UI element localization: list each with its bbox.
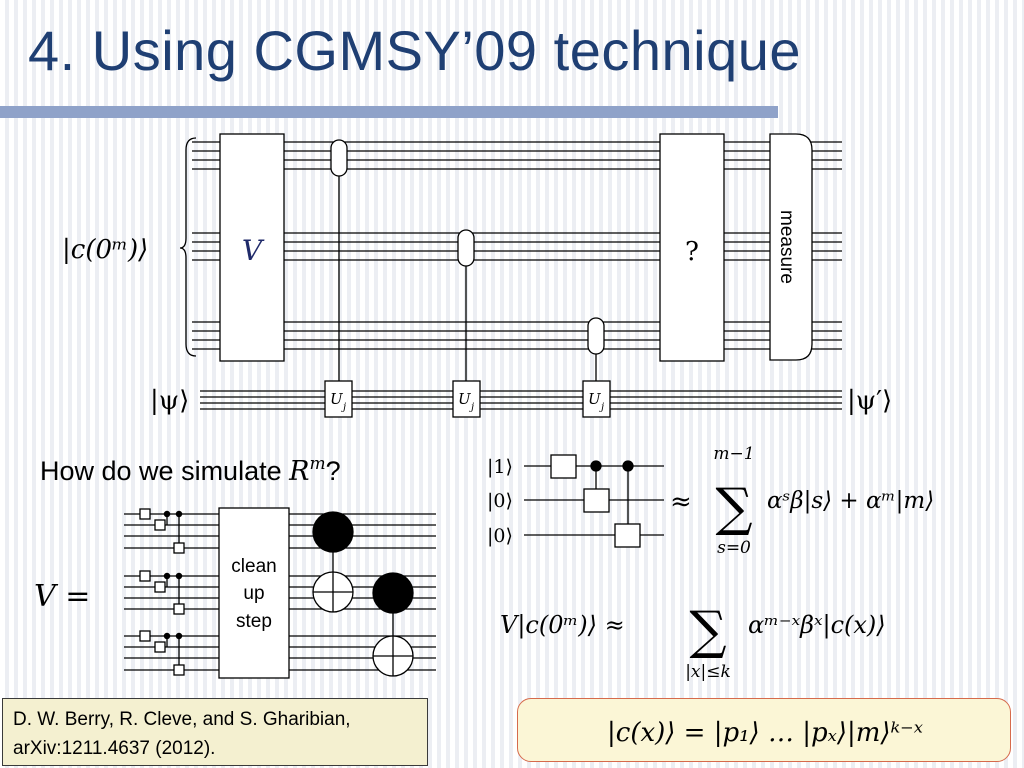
- uj-labels: U j U j U j: [330, 390, 604, 413]
- cleanup-line-1: clean: [231, 556, 276, 577]
- cleanup-line-3: step: [236, 611, 272, 632]
- small-gate-2: [583, 488, 610, 513]
- main-circuit: [179, 133, 842, 418]
- psi-in-label: |ψ⟩: [150, 386, 189, 416]
- input-state-label: |c(0ᵐ)⟩: [62, 235, 148, 265]
- sum-upper-limit: m−1: [713, 444, 754, 464]
- wire-bundle-top: [192, 141, 842, 170]
- small-input-1: |1⟩: [487, 456, 513, 478]
- uj-gate-2: [452, 380, 481, 418]
- reference-line-2: arXiv:1211.4637 (2012).: [13, 738, 216, 759]
- small-circuit-inputs: |1⟩ |0⟩ |0⟩: [487, 456, 513, 547]
- slide-title: 4. Using CGMSY’09 technique: [28, 19, 801, 82]
- small-input-3: |0⟩: [487, 525, 513, 547]
- psi-out-label: |ψ′⟩: [847, 386, 892, 416]
- title-underline: [0, 106, 778, 118]
- sum-lower-limit: s=0: [717, 538, 751, 558]
- v-decomposition-circuit: [124, 507, 436, 679]
- input-brace: [179, 137, 197, 357]
- wire-bundle-middle: [192, 232, 842, 261]
- uj-label-3: U: [588, 390, 602, 408]
- formula-text: |c(x)⟩ = |p₁⟩ … |pₓ⟩|m⟩ᵏ⁻ˣ: [607, 718, 923, 748]
- sum-body-1: αˢβ|s⟩ + αᵐ|m⟩: [767, 488, 934, 514]
- wire-bundle-bottom: [192, 321, 842, 350]
- small-input-2: |0⟩: [487, 490, 513, 512]
- unknown-gate-label: ?: [685, 237, 699, 267]
- small-circuit: [524, 454, 664, 548]
- cnot-control-2: [372, 572, 414, 614]
- uj-label-1: U: [330, 390, 344, 408]
- uj-label-2: U: [458, 390, 472, 408]
- small-control-2: [622, 460, 634, 472]
- small-gate-1: [550, 454, 577, 479]
- uj-sub-3: j: [599, 402, 604, 413]
- unknown-gate-box: [659, 133, 725, 362]
- psi-wires: [200, 390, 842, 410]
- cleanup-label: clean up step: [231, 556, 276, 632]
- v-gate-box: [219, 133, 285, 362]
- uj-gate-3: [582, 380, 611, 418]
- reference-box: D. W. Berry, R. Cleve, and S. Gharibian,…: [2, 698, 428, 766]
- control-dot-3: [587, 317, 605, 355]
- sum-lower-limit-2: |x|≤k: [685, 662, 731, 682]
- formula-svg: |c(x)⟩ = |p₁⟩ … |pₓ⟩|m⟩ᵏ⁻ˣ: [607, 718, 923, 748]
- formula-highlight-box: |c(x)⟩ = |p₁⟩ … |pₓ⟩|m⟩ᵏ⁻ˣ: [517, 698, 1011, 762]
- control-dot-2: [457, 229, 475, 267]
- control-dot-1: [330, 139, 348, 177]
- small-control-1: [590, 460, 602, 472]
- question-text: How do we simulate Rm?: [40, 454, 341, 487]
- cleanup-box: [218, 507, 290, 679]
- reference-line-1: D. W. Berry, R. Cleve, and S. Gharibian,: [13, 709, 351, 730]
- equation2-rhs: αᵐ⁻ˣβˣ|c(x)⟩: [748, 611, 886, 640]
- cnot-control-1: [312, 511, 354, 553]
- sum-symbol-1: ∑: [715, 478, 752, 538]
- cleanup-line-2: up: [243, 583, 264, 604]
- uj-gate-1: [324, 380, 353, 418]
- sum-symbol-2: ∑: [689, 601, 726, 661]
- v-def-lhs: V =: [34, 579, 90, 614]
- uj-sub-1: j: [341, 402, 346, 413]
- small-gate-3: [614, 523, 641, 548]
- measure-label: measure: [776, 210, 797, 284]
- v-gate-label: V: [242, 234, 265, 267]
- measure-box: [769, 133, 813, 361]
- uj-sub-2: j: [469, 402, 474, 413]
- approx-symbol-1: ≈: [670, 487, 692, 517]
- equation2-lhs: V|c(0ᵐ)⟩ ≈: [500, 611, 625, 640]
